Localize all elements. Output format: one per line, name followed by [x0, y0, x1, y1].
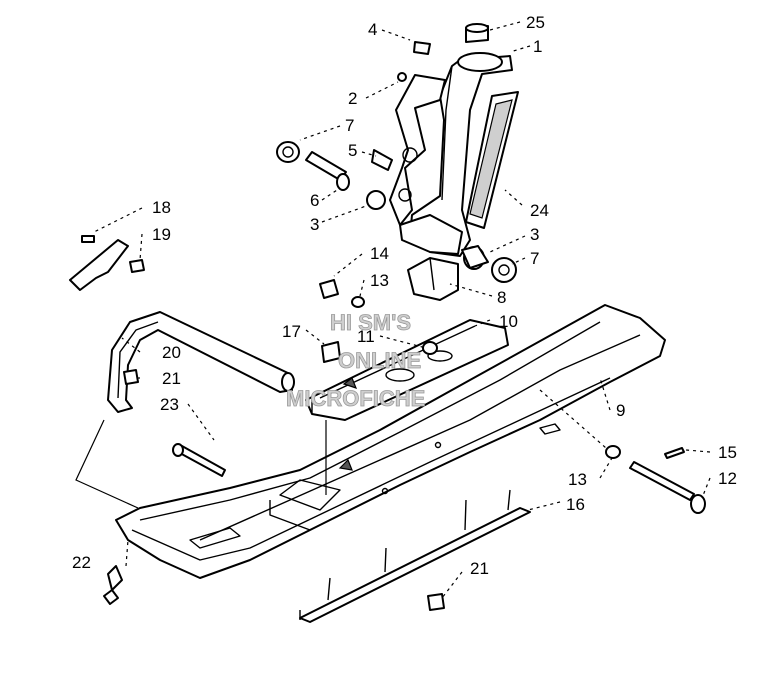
bushings-and-pins [276, 41, 517, 363]
ski-saddle [305, 319, 509, 495]
watermark-line-3: MICROFICHE [286, 386, 425, 411]
loop-bolt [172, 443, 226, 477]
callout-15: 15 [718, 443, 737, 462]
callout-21-upper: 21 [162, 369, 181, 388]
callout-13-upper: 13 [370, 271, 389, 290]
callout-5: 5 [348, 141, 357, 160]
plug [465, 23, 489, 43]
callout-7-right: 7 [530, 249, 539, 268]
callout-4: 4 [368, 20, 377, 39]
callout-21-lower: 21 [470, 559, 489, 578]
callout-3-right: 3 [530, 225, 539, 244]
callout-labels: 1 2 3 3 4 5 6 7 7 8 9 10 11 12 13 13 14 … [72, 13, 737, 578]
bracket-clip [69, 235, 145, 291]
callout-23: 23 [160, 395, 179, 414]
callout-16: 16 [566, 495, 585, 514]
watermark: HI SM'S ONLINE MICROFICHE [286, 310, 426, 412]
callout-25: 25 [526, 13, 545, 32]
callout-17: 17 [282, 322, 301, 341]
callout-20: 20 [162, 343, 181, 362]
callout-8: 8 [497, 288, 506, 307]
callout-22: 22 [72, 553, 91, 572]
watermark-line-2: ONLINE [338, 348, 421, 373]
callout-24: 24 [530, 201, 549, 220]
callout-12: 12 [718, 469, 737, 488]
ski-loop [107, 311, 295, 413]
callout-14: 14 [370, 244, 389, 263]
spindle-boot [465, 91, 519, 229]
watermark-line-1: HI SM'S [330, 310, 411, 335]
callout-13-lower: 13 [568, 470, 587, 489]
loop-nut [123, 369, 139, 385]
callout-10: 10 [499, 312, 518, 331]
callout-2: 2 [348, 89, 357, 108]
ski [115, 304, 666, 579]
callout-3-left: 3 [310, 215, 319, 234]
callout-6: 6 [310, 191, 319, 210]
callout-1: 1 [533, 37, 542, 56]
callout-11: 11 [357, 327, 375, 346]
ski-bolt [103, 565, 123, 605]
callout-19: 19 [152, 225, 171, 244]
spindle-bolt [605, 445, 706, 514]
leader-lines [75, 21, 711, 599]
callout-9: 9 [616, 401, 625, 420]
callout-18: 18 [152, 198, 171, 217]
wear-bar [299, 489, 531, 623]
callout-7-left: 7 [345, 116, 354, 135]
spindle [389, 52, 513, 257]
